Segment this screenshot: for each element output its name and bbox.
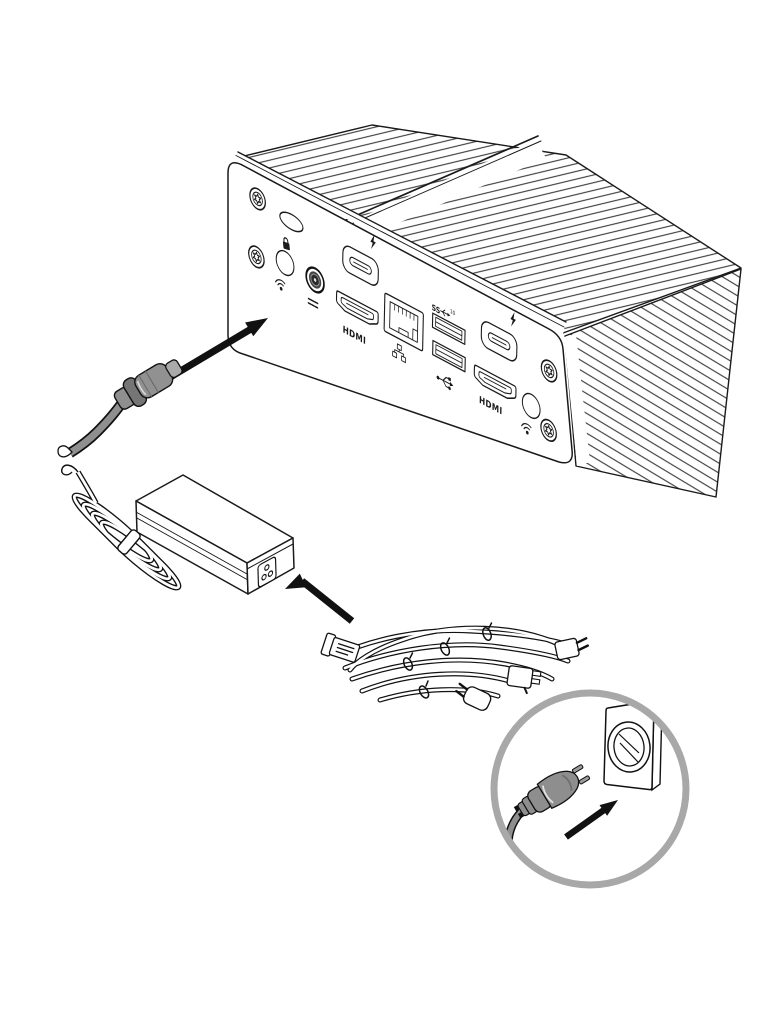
mini-pc-side-fins [564, 268, 742, 498]
dc-barrel-plug [113, 359, 183, 410]
socket-ground-clips [618, 733, 640, 763]
arrow-cord-to-adapter [285, 573, 355, 624]
heatsink-smooth-band [332, 140, 546, 248]
superspeed-usb-10-label: SS 10 [432, 302, 456, 318]
cable-end-loop [60, 464, 79, 476]
mini-pc-top-fins [239, 124, 742, 334]
antenna-connector-left [274, 249, 295, 292]
adapter-power-inlet [257, 556, 277, 588]
cable-ties [402, 622, 493, 699]
cable-clip [117, 529, 141, 555]
ss-label: SS [432, 302, 441, 316]
dc-cable [68, 400, 125, 456]
inset-ring [490, 689, 690, 889]
dc-power-icon [307, 297, 319, 309]
c13-connector [320, 632, 361, 663]
dc-power-jack [305, 266, 325, 294]
kensington-lock-slot [279, 211, 304, 251]
uk-plug [506, 665, 542, 695]
lock-icon [282, 237, 290, 251]
mini-pc: HDMI SS 10 [227, 124, 742, 498]
antenna-connector-right [520, 392, 541, 436]
cable-cut-end [57, 445, 73, 458]
us-plug [554, 637, 589, 661]
front-top-chamfer [232, 151, 567, 334]
usb-trident-icon [436, 375, 454, 391]
ethernet-rj45-port [383, 292, 424, 352]
power-cord-bundle [320, 622, 589, 711]
arrow-plug-to-outlet [564, 800, 618, 840]
power-adapter-brick [60, 464, 295, 595]
ss-speed-label: 10 [450, 308, 456, 317]
network-icon [392, 343, 407, 364]
adapter-wrapped-cable [60, 464, 182, 591]
angled-plug [455, 682, 492, 711]
wall-outlet-inset [490, 689, 690, 889]
dc-power-connector [57, 359, 183, 458]
